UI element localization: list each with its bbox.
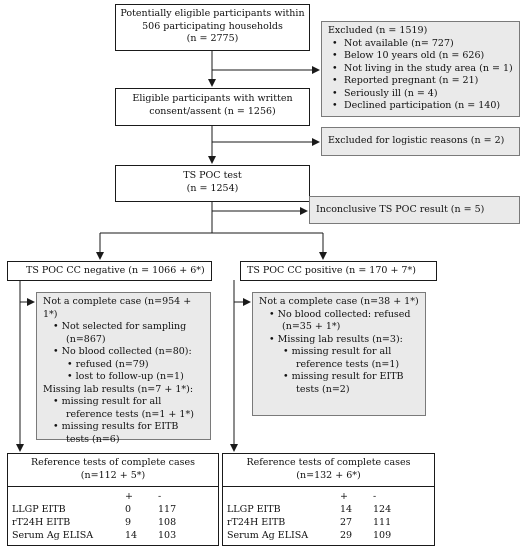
pos-ref-row-pos: 29 xyxy=(340,530,353,542)
pos-nc-missing-all: • missing result for all reference tests… xyxy=(283,346,400,370)
excluded-item: Declined participation (n = 140) xyxy=(328,100,513,113)
negative-reference-box: Reference tests of complete cases (n=112… xyxy=(7,453,219,546)
excluded-item: Not available (n= 727) xyxy=(328,38,513,51)
pos-ref-row-neg: 124 xyxy=(373,504,392,516)
pos-ref-table: + - LLGP EITB 14 124 rT24H EITB 27 111 S… xyxy=(227,491,391,543)
neg-ref-table: + - LLGP EITB 0 117 rT24H EITB 9 108 Ser… xyxy=(12,491,176,543)
negative-header-box: TS POC CC negative (n = 1066 + 6*) xyxy=(7,261,212,281)
pos-nc-missing-eitb: • missing result for EITB tests (n=2) xyxy=(283,371,404,395)
neg-ref-row-pos: 0 xyxy=(125,504,132,516)
neg-nc-missing-all-text: missing result for all reference tests (… xyxy=(61,396,194,420)
table-row: + - xyxy=(227,491,391,504)
excluded-box: Excluded (n = 1519) Not available (n= 72… xyxy=(321,21,520,117)
neg-nc-lost: • lost to follow-up (n=1) xyxy=(67,371,184,383)
pos-nc-missing-eitb-text: missing result for EITB tests (n=2) xyxy=(291,371,404,395)
pos-ref-title-1: Reference tests of complete cases xyxy=(246,457,411,468)
table-row: Serum Ag ELISA 14 103 xyxy=(12,530,176,543)
pos-ref-header: Reference tests of complete cases (n=132… xyxy=(223,454,434,488)
pos-ref-row-neg: 109 xyxy=(373,530,392,542)
top-box-line-2: 506 participating households xyxy=(142,20,283,32)
pos-ref-col-neg: - xyxy=(373,491,377,503)
table-row: rT24H EITB 27 111 xyxy=(227,517,391,530)
pos-ref-col-label xyxy=(227,491,340,504)
excluded-list: Not available (n= 727) Below 10 years ol… xyxy=(328,38,513,113)
pos-nc-missing-lab: • Missing lab results (n=3): xyxy=(269,333,403,345)
excluded-item: Below 10 years old (n = 626) xyxy=(328,50,513,63)
neg-nc-not-selected-text: Not selected for sampling (n=867) xyxy=(61,321,187,345)
pos-ref-title-2: (n=132 + 6*) xyxy=(296,469,361,481)
neg-ref-col-neg: - xyxy=(158,491,162,503)
positive-header-text: TS POC CC positive (n = 170 + 7*) xyxy=(247,265,416,276)
test-line-2: (n = 1254) xyxy=(186,182,239,194)
pos-ref-col-pos: + xyxy=(340,491,348,503)
neg-nc-no-blood: • No blood collected (n=80): xyxy=(53,346,192,358)
pos-ref-row-neg: 111 xyxy=(373,517,392,529)
positive-reference-box: Reference tests of complete cases (n=132… xyxy=(222,453,435,546)
ts-poc-test-box: TS POC test (n = 1254) xyxy=(115,165,310,202)
pos-nc-missing-lab-text: Missing lab results (n=3): xyxy=(277,333,403,345)
neg-ref-col-pos: + xyxy=(125,491,133,503)
pos-ref-row-label: Serum Ag ELISA xyxy=(227,530,309,542)
logistic-excluded-box: Excluded for logistic reasons (n = 2) xyxy=(321,127,520,156)
positive-header-box: TS POC CC positive (n = 170 + 7*) xyxy=(240,261,437,281)
pos-nc-missing-all-text: missing result for all reference tests (… xyxy=(291,346,400,370)
neg-nc-missing-eitb: • missing results for EITB tests (n=6) xyxy=(53,421,179,445)
neg-ref-row-neg: 117 xyxy=(158,504,177,516)
neg-ref-col-label xyxy=(12,491,125,504)
excluded-item: Seriously ill (n = 4) xyxy=(328,88,513,101)
neg-ref-title-2: (n=112 + 5*) xyxy=(80,469,146,481)
consent-line-2: consent/assent (n = 1256) xyxy=(149,105,276,117)
excluded-item: Not living in the study area (n = 1) xyxy=(328,63,513,76)
pos-nc-no-blood-text: No blood collected: refused (n=35 + 1*) xyxy=(277,308,411,333)
neg-ref-row-label: Serum Ag ELISA xyxy=(12,530,94,542)
pos-nc-title: Not a complete case (n=38 + 1*) xyxy=(259,296,419,307)
neg-ref-header: Reference tests of complete cases (n=112… xyxy=(8,454,218,488)
neg-ref-row-pos: 9 xyxy=(125,517,132,529)
inconclusive-box: Inconclusive TS POC result (n = 5) xyxy=(309,196,520,224)
neg-ref-title-1: Reference tests of complete cases xyxy=(30,457,196,468)
neg-nc-lost-text: lost to follow-up (n=1) xyxy=(75,371,184,383)
table-row: rT24H EITB 9 108 xyxy=(12,517,176,530)
table-row: LLGP EITB 0 117 xyxy=(12,504,176,517)
neg-nc-not-selected: • Not selected for sampling (n=867) xyxy=(53,321,187,345)
neg-nc-missing-eitb-text: missing results for EITB tests (n=6) xyxy=(61,421,179,445)
neg-nc-no-blood-text: No blood collected (n=80): xyxy=(61,346,192,358)
logistic-excluded-text: Excluded for logistic reasons (n = 2) xyxy=(328,135,505,146)
neg-ref-row-neg: 108 xyxy=(158,517,177,529)
neg-ref-row-pos: 14 xyxy=(125,530,138,542)
neg-nc-missing-lab: Missing lab results (n=7 + 1*): xyxy=(43,383,194,395)
pos-ref-row-pos: 27 xyxy=(340,517,353,529)
neg-nc-refused-text: refused (n=79) xyxy=(75,358,149,370)
pos-ref-row-label: LLGP EITB xyxy=(227,504,281,516)
consent-line-1: Eligible participants with written xyxy=(132,93,293,104)
neg-ref-row-label: LLGP EITB xyxy=(12,504,66,516)
table-row: + - xyxy=(12,491,176,504)
negative-not-complete-box: Not a complete case (n=954 + 1*) • Not s… xyxy=(36,292,211,445)
excluded-title: Excluded (n = 1519) xyxy=(328,25,428,36)
neg-ref-row-label: rT24H EITB xyxy=(12,517,71,529)
positive-not-complete-box: Not a complete case (n=38 + 1*) • No blo… xyxy=(252,292,426,416)
neg-nc-refused: • refused (n=79) xyxy=(67,358,149,370)
inconclusive-text: Inconclusive TS POC result (n = 5) xyxy=(316,204,485,215)
excluded-item: Reported pregnant (n = 21) xyxy=(328,75,513,88)
negative-header-text: TS POC CC negative (n = 1066 + 6*) xyxy=(26,265,205,276)
pos-nc-no-blood: • No blood collected: refused (n=35 + 1*… xyxy=(269,308,411,333)
pos-ref-row-label: rT24H EITB xyxy=(227,517,286,529)
table-row: LLGP EITB 14 124 xyxy=(227,504,391,517)
neg-ref-row-neg: 103 xyxy=(158,530,177,542)
table-row: Serum Ag ELISA 29 109 xyxy=(227,530,391,543)
eligible-participants-box: Potentially eligible participants within… xyxy=(115,4,310,51)
top-box-line-3: (n = 2775) xyxy=(186,33,239,45)
consent-box: Eligible participants with written conse… xyxy=(115,88,310,126)
test-line-1: TS POC test xyxy=(183,170,242,181)
top-box-line-1: Potentially eligible participants within xyxy=(120,8,305,19)
pos-ref-row-pos: 14 xyxy=(340,504,353,516)
neg-nc-title: Not a complete case (n=954 + 1*) xyxy=(43,296,192,320)
neg-nc-missing-all: • missing result for all reference tests… xyxy=(53,396,194,420)
